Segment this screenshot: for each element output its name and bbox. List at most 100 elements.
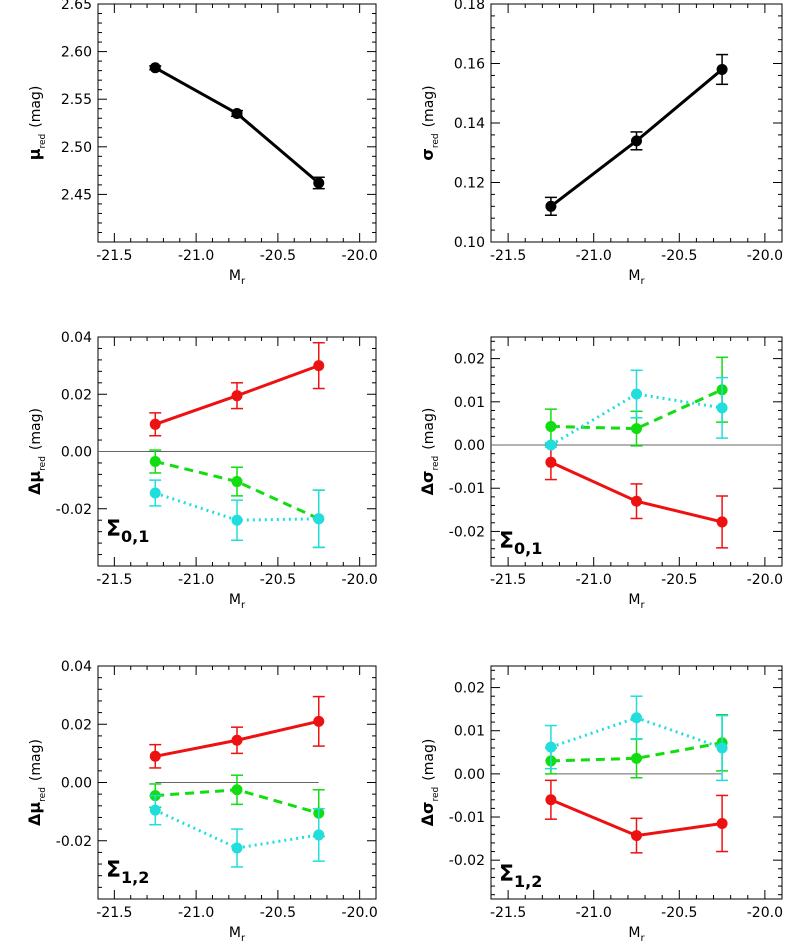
x-tick-label: -20.0 <box>747 572 783 588</box>
y-tick-label: 2.45 <box>61 187 92 203</box>
data-point <box>149 62 161 74</box>
y-tick-label: -0.01 <box>449 810 485 826</box>
y-tick-label: 0.02 <box>454 352 485 368</box>
y-tick-label: 0.18 <box>454 0 485 13</box>
panel-3: -21.5-21.0-20.5-20.0-0.020.000.020.04MrΔ… <box>25 330 378 611</box>
data-point <box>231 390 243 402</box>
panel-5: -21.5-21.0-20.5-20.0-0.020.000.020.04MrΔ… <box>25 659 378 942</box>
x-tick-label: -20.0 <box>747 248 783 264</box>
y-tick-label: 2.60 <box>61 45 92 61</box>
data-point <box>149 750 161 762</box>
y-tick-label: 0.00 <box>454 767 485 783</box>
series-3 <box>149 479 325 549</box>
data-point <box>716 63 728 75</box>
y-tick-label: 0.00 <box>61 776 92 792</box>
series-1 <box>544 444 729 549</box>
series-2 <box>149 774 325 838</box>
series-1 <box>544 53 729 216</box>
x-tick-label: -21.0 <box>576 905 612 921</box>
data-point <box>631 135 642 147</box>
panel-annotation: Σ1,2 <box>499 862 542 891</box>
data-point <box>149 418 161 430</box>
data-point <box>231 842 243 854</box>
series-1 <box>544 779 729 854</box>
x-tick-label: -21.0 <box>178 905 214 921</box>
data-point <box>149 804 161 816</box>
series-2 <box>544 356 729 447</box>
y-tick-label: 0.14 <box>454 116 485 132</box>
x-tick-label: -20.0 <box>342 905 378 921</box>
x-tick-label: -21.0 <box>576 248 612 264</box>
plot-frame <box>490 336 783 567</box>
series-1 <box>149 62 325 190</box>
panel-2: -21.5-21.0-20.5-20.00.100.120.140.160.18… <box>418 0 783 287</box>
series-3 <box>544 369 729 451</box>
y-tick-label: 0.02 <box>454 681 485 697</box>
x-tick-label: -21.0 <box>576 572 612 588</box>
data-point <box>545 741 557 753</box>
data-point <box>545 439 557 451</box>
y-tick-label: 0.00 <box>61 445 92 461</box>
panel-annotation: Σ0,1 <box>499 529 542 558</box>
x-tick-label: -21.5 <box>490 248 526 264</box>
plot-frame <box>490 3 783 243</box>
y-tick-label: 0.04 <box>61 330 92 346</box>
data-point <box>313 360 325 372</box>
x-tick-label: -21.0 <box>178 248 214 264</box>
y-tick-label: -0.02 <box>56 502 92 518</box>
y-tick-label: -0.02 <box>449 524 485 540</box>
data-point <box>545 200 557 212</box>
data-point <box>231 784 243 796</box>
x-tick-label: -21.0 <box>178 572 214 588</box>
y-tick-label: 0.02 <box>61 717 92 733</box>
x-tick-label: -20.0 <box>342 572 378 588</box>
data-point <box>716 742 728 754</box>
data-point <box>313 829 325 841</box>
data-point <box>631 423 642 435</box>
x-tick-label: -20.5 <box>260 572 296 588</box>
y-tick-label: 2.55 <box>61 92 92 108</box>
y-tick-label: 0.10 <box>454 235 485 251</box>
y-tick-label: 0.01 <box>454 724 485 740</box>
x-axis-label: Mr <box>229 592 246 611</box>
data-point <box>631 752 642 764</box>
y-axis-label: Δσred(mag) <box>418 408 441 496</box>
y-tick-label: 2.50 <box>61 140 92 156</box>
panel-4: -21.5-21.0-20.5-20.0-0.02-0.010.000.010.… <box>418 336 783 611</box>
data-point <box>231 107 243 119</box>
x-tick-label: -20.5 <box>260 905 296 921</box>
x-tick-label: -21.5 <box>490 905 526 921</box>
x-axis-label: Mr <box>229 268 246 287</box>
y-tick-label: 2.65 <box>61 0 92 13</box>
x-axis-label: Mr <box>229 925 246 942</box>
data-point <box>631 712 642 724</box>
y-axis-label: Δσred(mag) <box>418 739 441 827</box>
data-point <box>313 715 325 727</box>
data-point <box>631 830 642 842</box>
x-tick-label: -21.5 <box>96 248 132 264</box>
series-1 <box>149 341 325 437</box>
panel-1: -21.5-21.0-20.5-20.02.452.502.552.602.65… <box>25 0 378 287</box>
y-tick-label: 0.00 <box>454 438 485 454</box>
y-axis-label: Δμred(mag) <box>25 739 48 826</box>
x-axis-label: Mr <box>628 592 645 611</box>
y-tick-label: -0.01 <box>449 481 485 497</box>
x-tick-label: -21.5 <box>96 572 132 588</box>
x-tick-label: -20.5 <box>661 905 697 921</box>
data-point <box>231 476 243 488</box>
data-point <box>716 516 728 528</box>
data-point <box>545 794 557 806</box>
data-point <box>149 456 161 468</box>
x-tick-label: -20.5 <box>260 248 296 264</box>
series-line <box>550 741 723 763</box>
series-3 <box>149 794 325 868</box>
x-tick-label: -21.5 <box>490 572 526 588</box>
series-line <box>550 392 723 447</box>
data-point <box>716 402 728 414</box>
y-axis-label: Δμred(mag) <box>25 408 48 495</box>
series-line <box>154 66 320 185</box>
panel-annotation: Σ0,1 <box>106 517 149 546</box>
y-axis-label: σred(mag) <box>418 85 441 160</box>
x-tick-label: -20.0 <box>747 905 783 921</box>
data-point <box>313 513 325 525</box>
